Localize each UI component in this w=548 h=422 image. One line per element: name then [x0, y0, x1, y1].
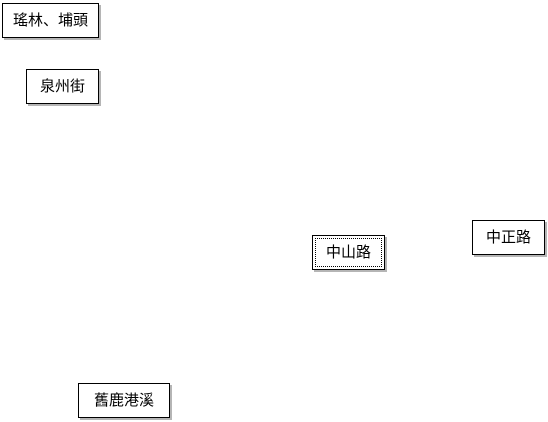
place-label-text: 舊鹿港溪	[93, 391, 154, 409]
place-label-text: 瑤林、埔頭	[12, 11, 88, 29]
place-label-yaolin-putou[interactable]: 瑤林、埔頭	[2, 3, 99, 38]
place-label-zhongzheng-road[interactable]: 中正路	[472, 220, 545, 255]
place-label-quanzhou-street[interactable]: 泉州街	[26, 69, 99, 104]
place-label-text: 中山路	[325, 243, 371, 261]
place-label-zhongshan-road[interactable]: 中山路	[312, 235, 385, 270]
place-label-text: 泉州街	[39, 77, 85, 95]
place-label-old-lukang-river[interactable]: 舊鹿港溪	[78, 383, 170, 418]
place-label-text: 中正路	[485, 228, 531, 246]
